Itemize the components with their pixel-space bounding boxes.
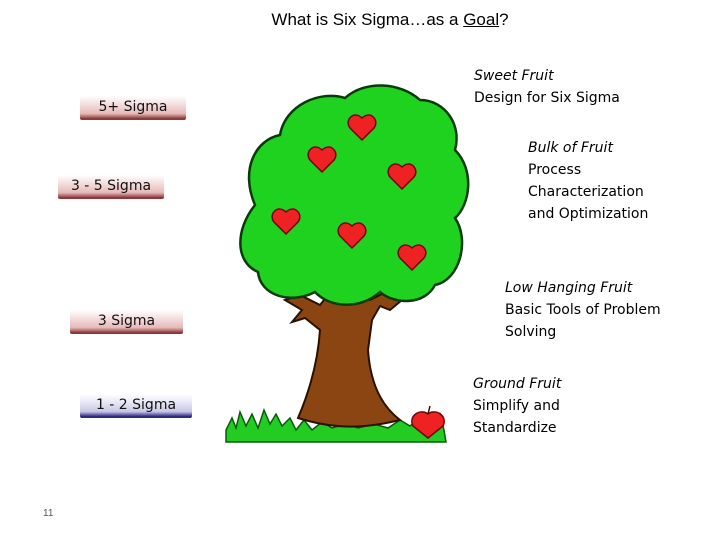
fruit-label-sweet: Sweet Fruit Design for Six Sigma xyxy=(474,65,620,109)
sigma-level-1-to-2: 1 - 2 Sigma xyxy=(80,394,192,418)
fruit-label-low-hanging: Low Hanging Fruit Basic Tools of Problem… xyxy=(505,277,661,343)
title-suffix: ? xyxy=(499,10,509,29)
fruit-apple xyxy=(387,163,417,191)
fruit-apple xyxy=(337,222,367,250)
fruit-desc-line: and Optimization xyxy=(528,206,649,222)
fruit-apple xyxy=(307,146,337,174)
fruit-apple xyxy=(347,114,377,142)
fruit-heading: Bulk of Fruit xyxy=(528,140,613,156)
title-emphasis: Goal xyxy=(463,10,500,29)
fruit-desc-line: Design for Six Sigma xyxy=(474,90,620,106)
fruit-desc-line: Solving xyxy=(505,324,557,340)
sigma-level-5-plus: 5+ Sigma xyxy=(80,96,186,120)
fruit-heading: Sweet Fruit xyxy=(474,68,554,84)
title-prefix: What is Six Sigma…as a xyxy=(271,10,464,29)
fruit-desc-line: Process xyxy=(528,162,582,178)
fruit-desc-line: Standardize xyxy=(473,420,557,436)
fruit-desc-line: Characterization xyxy=(528,184,644,200)
fruit-apple-ground xyxy=(411,411,445,439)
fruit-heading: Low Hanging Fruit xyxy=(505,280,633,296)
fruit-desc-line: Basic Tools of Problem xyxy=(505,302,661,318)
slide-title: What is Six Sigma…as a Goal? xyxy=(0,10,720,30)
sigma-level-3: 3 Sigma xyxy=(70,310,183,334)
sigma-level-3-to-5: 3 - 5 Sigma xyxy=(58,175,164,199)
fruit-apple xyxy=(397,244,427,272)
fruit-apple xyxy=(271,208,301,236)
fruit-desc-line: Simplify and xyxy=(473,398,560,414)
page-number: 11 xyxy=(43,508,54,519)
tree-trunk xyxy=(282,286,404,428)
fruit-heading: Ground Fruit xyxy=(473,376,562,392)
fruit-label-ground: Ground Fruit Simplify and Standardize xyxy=(473,373,561,439)
fruit-label-bulk: Bulk of Fruit Process Characterization a… xyxy=(528,137,648,225)
